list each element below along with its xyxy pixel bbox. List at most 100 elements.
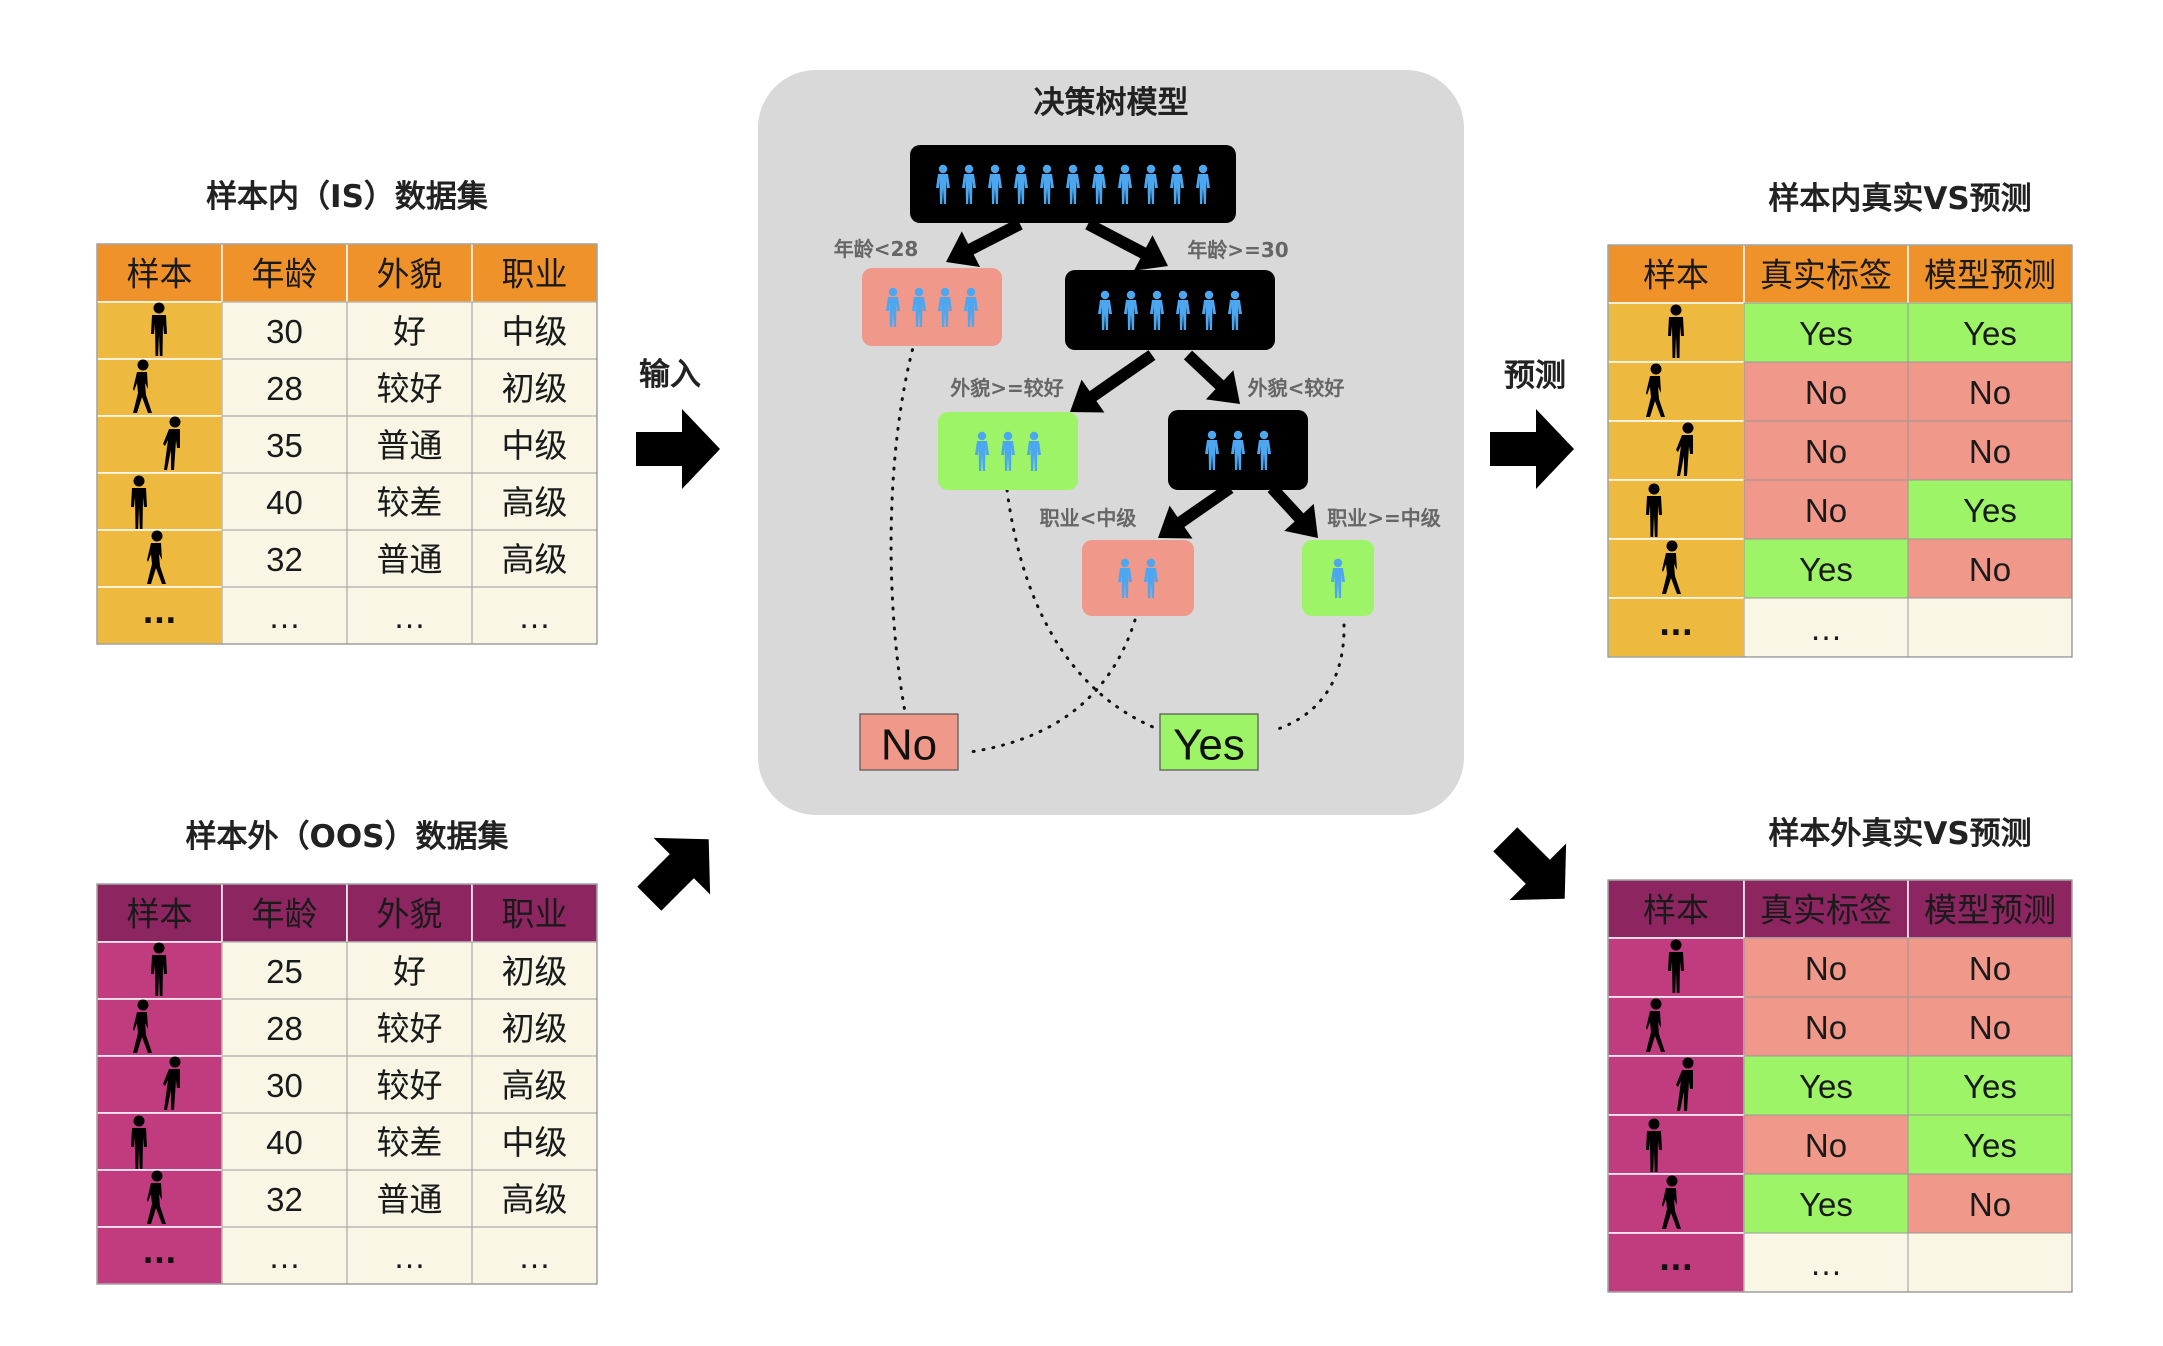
sample-cell — [96, 1055, 223, 1114]
table-cell — [1743, 420, 1909, 481]
tree-title: 决策树模型 — [1034, 85, 1189, 121]
cell-value: No — [1969, 433, 2011, 470]
header-label: 真实标签 — [1760, 891, 1892, 930]
cell-value: … — [1810, 1245, 1843, 1282]
table-cell — [1907, 1232, 2073, 1293]
table-cell — [346, 415, 473, 474]
table-cell — [1907, 597, 2073, 658]
header-label: 年龄 — [252, 255, 318, 294]
cell-value: … — [268, 1238, 301, 1275]
cell-value: Yes — [1799, 1186, 1853, 1223]
ellipsis-label: ... — [142, 596, 176, 631]
cell-value: 较差 — [377, 1124, 443, 1161]
table-border — [1607, 244, 2073, 658]
table-title: 样本内真实VS预测 — [1768, 181, 2031, 217]
table-cell — [1743, 302, 1909, 363]
table-cell — [346, 529, 473, 588]
sample-cell — [1607, 1232, 1745, 1293]
table-cell — [1907, 937, 2073, 998]
table-title: 样本外真实VS预测 — [1768, 816, 2031, 852]
table-cell — [346, 358, 473, 417]
sample-cell — [96, 472, 223, 531]
table-cell — [471, 301, 598, 360]
header-label: 真实标签 — [1760, 256, 1892, 295]
header-cell — [96, 243, 223, 303]
leaf-no-label: No — [881, 721, 937, 770]
cell-value: 30 — [266, 1067, 303, 1104]
tree-node-job-lt — [1082, 540, 1194, 616]
cell-value: … — [518, 1238, 551, 1275]
cell-value: 35 — [266, 427, 303, 464]
cell-value: 40 — [266, 1124, 303, 1161]
header-label: 样本 — [127, 895, 193, 934]
sample-cell — [96, 586, 223, 645]
table-cell — [471, 586, 598, 645]
table-cell — [221, 301, 348, 360]
arrow-shape — [636, 409, 720, 489]
sample-cell — [1607, 420, 1745, 481]
edge-label: 年龄<28 — [834, 237, 919, 261]
table-cell — [1907, 420, 2073, 481]
table-cell — [221, 1169, 348, 1228]
cell-value: No — [1969, 1009, 2011, 1046]
table-cell — [1743, 479, 1909, 540]
cell-value: … — [518, 598, 551, 635]
table-cell — [221, 586, 348, 645]
header-label: 年龄 — [252, 895, 318, 934]
arrow-predict — [1490, 409, 1574, 489]
cell-value: 中级 — [502, 313, 568, 350]
cell-value: No — [1805, 1009, 1847, 1046]
cell-value: 25 — [266, 953, 303, 990]
table-cell — [346, 998, 473, 1057]
header-label: 样本 — [1643, 891, 1709, 930]
cell-value: 普通 — [377, 1181, 443, 1218]
cell-value: 较好 — [377, 1010, 443, 1047]
table-cell — [1907, 1055, 2073, 1116]
table-cell — [1907, 538, 2073, 599]
table-cell — [1907, 1114, 2073, 1175]
table-cell — [471, 472, 598, 531]
tree-arrow — [1183, 350, 1240, 404]
cell-value: No — [1805, 374, 1847, 411]
table-cell — [1907, 361, 2073, 422]
predict-label: 预测 — [1504, 358, 1566, 394]
link-job-ge-to-yes — [1273, 623, 1346, 732]
cell-value: 32 — [266, 1181, 303, 1218]
table-cell — [471, 1169, 598, 1228]
table-cell — [1743, 937, 1909, 998]
cell-value: 初级 — [502, 370, 568, 407]
cell-value: 32 — [266, 541, 303, 578]
ellipsis-label: ... — [1659, 1243, 1693, 1278]
table-cell — [346, 1055, 473, 1114]
cell-value: 28 — [266, 1010, 303, 1047]
table-cell — [471, 1112, 598, 1171]
cell-value: No — [1969, 950, 2011, 987]
cell-value: 高级 — [502, 484, 568, 521]
header-label: 样本 — [1643, 256, 1709, 295]
cell-value: 初级 — [502, 953, 568, 990]
cell-value: 好 — [393, 313, 426, 350]
header-label: 职业 — [502, 895, 568, 934]
leaf-yes-label: Yes — [1173, 721, 1245, 770]
cell-value: 高级 — [502, 1067, 568, 1104]
cell-value: Yes — [1799, 1068, 1853, 1105]
table-cell — [471, 415, 598, 474]
table-title: 样本外（OOS）数据集 — [185, 819, 508, 855]
cell-value: Yes — [1963, 492, 2017, 529]
table-cell — [346, 941, 473, 1000]
leaf-yes-box — [1159, 713, 1259, 771]
table-cell — [471, 1226, 598, 1285]
arrow-model-to-oos-result — [1493, 827, 1567, 901]
cell-value: … — [268, 598, 301, 635]
edge-label: 外貌<较好 — [1248, 376, 1345, 400]
sample-cell — [96, 415, 223, 474]
table-title: 样本内（IS）数据集 — [206, 179, 488, 215]
cell-value: 40 — [266, 484, 303, 521]
cell-value: 初级 — [502, 1010, 568, 1047]
tree-panel-background — [758, 70, 1464, 815]
cell-value: 中级 — [502, 427, 568, 464]
sample-cell — [1607, 361, 1745, 422]
